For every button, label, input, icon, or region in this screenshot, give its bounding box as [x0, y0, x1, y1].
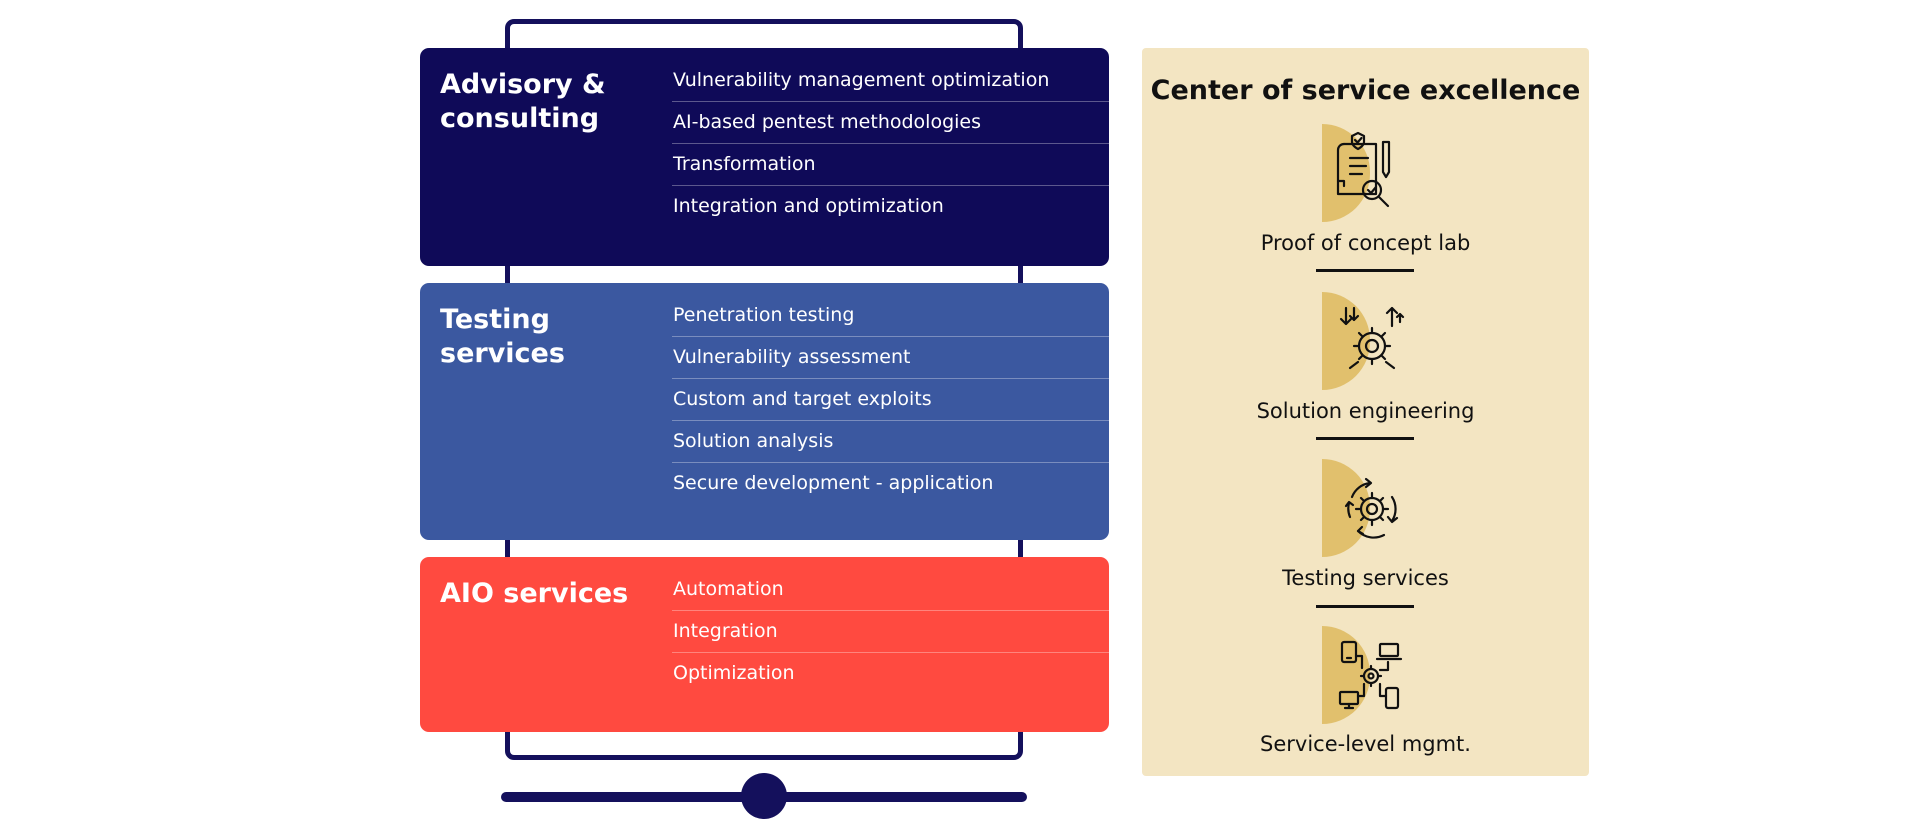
entry-label: Proof of concept lab — [1260, 231, 1471, 255]
list-item: Vulnerability management optimization — [672, 60, 1109, 102]
list-item: Penetration testing — [672, 295, 1109, 337]
entry-label: Testing services — [1282, 566, 1449, 590]
card-title: AIO services — [440, 578, 629, 609]
card-aio-services: AIO services Automation Integration Opti… — [420, 557, 1109, 732]
devices-network-icon — [1322, 626, 1422, 726]
list-item: Vulnerability assessment — [672, 337, 1109, 379]
entry-divider — [1316, 269, 1414, 272]
list-item: Integration and optimization — [673, 195, 944, 217]
list-item: Solution analysis — [672, 421, 1109, 463]
excellence-panel: Center of service excellence Proof of co… — [1142, 48, 1589, 776]
entry-divider — [1316, 437, 1414, 440]
panel-title: Center of service excellence — [1150, 75, 1581, 106]
entry-divider — [1316, 605, 1414, 608]
card-title: Advisory & consulting — [440, 69, 606, 134]
list-item: Transformation — [672, 144, 1109, 186]
list-item: Secure development - application — [673, 472, 994, 494]
entry-label: Service-level mgmt. — [1260, 732, 1471, 756]
card-advisory-consulting: Advisory & consulting Vulnerability mana… — [420, 48, 1109, 266]
service-list: Vulnerability management optimization AI… — [672, 60, 1109, 227]
list-item: Optimization — [673, 662, 795, 684]
list-item: Custom and target exploits — [672, 379, 1109, 421]
list-item: Integration — [672, 611, 1109, 653]
stack-base-knob — [741, 773, 787, 819]
document-search-icon — [1322, 124, 1422, 224]
card-title: Testing services — [440, 304, 565, 369]
gear-cycle-icon — [1322, 459, 1422, 559]
gear-arrows-icon — [1322, 292, 1422, 392]
card-testing-services: Testing services Penetration testing Vul… — [420, 283, 1109, 540]
service-list: Automation Integration Optimization — [672, 569, 1109, 694]
list-item: Automation — [672, 569, 1109, 611]
service-list: Penetration testing Vulnerability assess… — [672, 295, 1109, 504]
list-item: AI-based pentest methodologies — [672, 102, 1109, 144]
entry-label: Solution engineering — [1256, 399, 1475, 423]
